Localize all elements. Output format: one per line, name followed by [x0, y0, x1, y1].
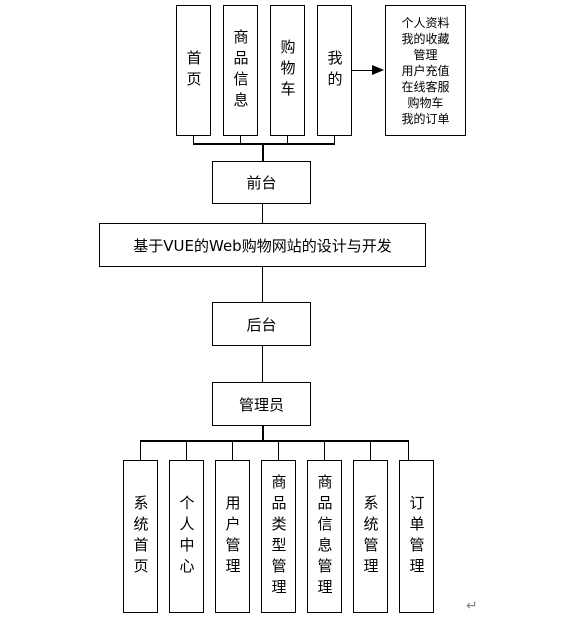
top-to-frontend	[262, 144, 264, 162]
submenu-item-favorites: 我的收藏	[401, 31, 450, 46]
vertical-label: 购物车	[278, 39, 297, 102]
top-drop-2	[240, 135, 241, 144]
admin-menu-system-manage-box: 系统管理	[353, 460, 388, 613]
menu-home-box: 首页	[176, 5, 211, 136]
admin-menu-user-manage-box: 用户管理	[215, 460, 250, 613]
bottom-drop-4	[278, 441, 279, 461]
bottom-bus-line	[140, 440, 409, 442]
menu-cart-box: 购物车	[270, 5, 305, 136]
paragraph-return-mark: ↵	[466, 598, 478, 614]
bottom-drop-2	[186, 441, 187, 461]
bottom-drop-1	[140, 441, 141, 461]
vertical-label: 订单管理	[407, 494, 426, 579]
admin-menu-system-home-box: 系统首页	[123, 460, 158, 613]
submenu-item-orders: 我的订单	[401, 111, 450, 126]
system-title-box: 基于VUE的Web购物网站的设计与开发	[99, 223, 426, 267]
frontend-label: 前台	[246, 174, 277, 192]
top-drop-3	[287, 135, 288, 144]
my-submenu-arrowhead	[372, 65, 384, 75]
frontend-box: 前台	[212, 161, 311, 204]
menu-product-info-box: 商品信息	[223, 5, 258, 136]
vertical-label: 个人中心	[177, 494, 196, 579]
submenu-item-manage: 管理	[413, 47, 438, 62]
admin-menu-personal-center-box: 个人中心	[169, 460, 204, 613]
vertical-label: 商品信息管理	[315, 473, 334, 600]
submenu-item-profile: 个人资料	[401, 15, 450, 30]
admin-to-bus	[262, 426, 264, 441]
submenu-item-cart: 购物车	[407, 95, 444, 110]
bottom-drop-5	[324, 441, 325, 461]
admin-box: 管理员	[212, 382, 311, 426]
top-drop-4	[334, 135, 335, 144]
submenu-item-support: 在线客服	[401, 79, 450, 94]
top-drop-1	[193, 135, 194, 144]
admin-menu-category-manage-box: 商品类型管理	[261, 460, 296, 613]
backend-label: 后台	[246, 315, 277, 334]
frontend-to-title	[262, 204, 263, 224]
my-submenu-box: 个人资料 我的收藏 管理 用户充值 在线客服 购物车 我的订单	[385, 5, 466, 136]
vertical-label: 系统管理	[361, 494, 380, 579]
admin-menu-product-manage-box: 商品信息管理	[307, 460, 342, 613]
admin-menu-order-manage-box: 订单管理	[399, 460, 434, 613]
my-submenu-arrow-line	[352, 70, 374, 71]
vertical-label: 系统首页	[131, 494, 150, 579]
backend-to-admin	[262, 346, 263, 383]
bottom-drop-6	[370, 441, 371, 461]
menu-my-box: 我的	[317, 5, 352, 136]
bottom-drop-7	[408, 441, 409, 461]
vertical-label: 商品类型管理	[269, 473, 288, 600]
submenu-item-recharge: 用户充值	[401, 63, 450, 78]
backend-box: 后台	[212, 302, 311, 346]
title-to-backend	[262, 267, 263, 303]
vertical-label: 用户管理	[223, 494, 242, 579]
vertical-label: 我的	[325, 49, 344, 92]
top-bus-line	[193, 143, 335, 145]
vertical-label: 商品信息	[231, 28, 250, 113]
bottom-drop-3	[232, 441, 233, 461]
vertical-label: 首页	[184, 49, 203, 92]
admin-label: 管理员	[238, 395, 284, 414]
system-title: 基于VUE的Web购物网站的设计与开发	[133, 236, 392, 255]
